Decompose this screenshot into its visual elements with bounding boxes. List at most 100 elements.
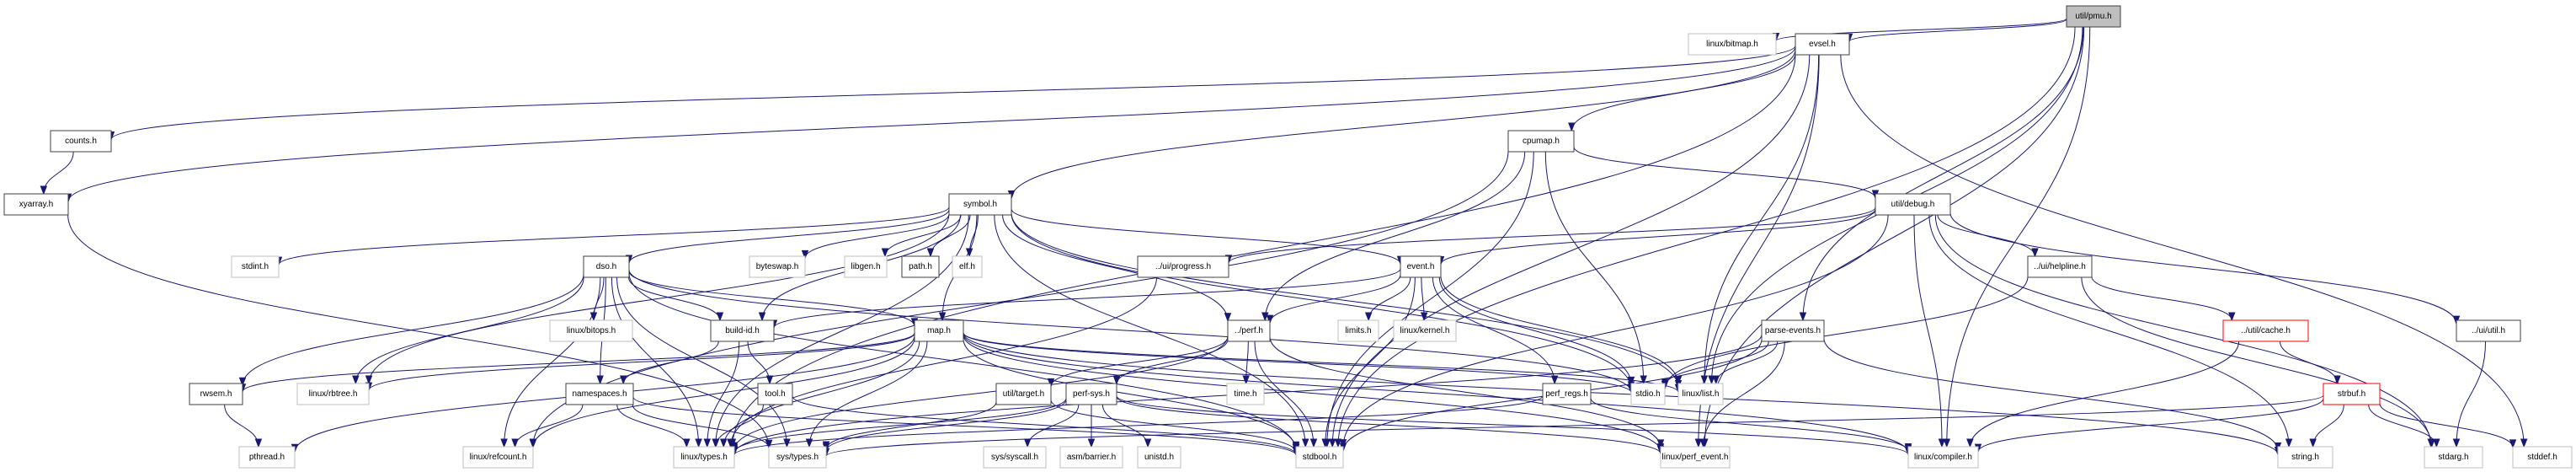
edge-evsel-to-list: [1704, 54, 1820, 384]
graph-node-counts[interactable]: counts.h: [50, 130, 112, 153]
arrowhead-icon: [965, 248, 973, 258]
edge-map-to-compiler: [963, 334, 1909, 453]
edge-symbol-to-list: [1011, 212, 1679, 389]
node-label: util/target.h: [1003, 389, 1044, 399]
edge-perf-to-perfevent: [1269, 336, 1661, 448]
node-label: string.h: [2291, 453, 2319, 462]
edge-map-to-rbtree: [368, 333, 915, 391]
node-label: stdint.h: [242, 262, 269, 271]
graph-node-map[interactable]: map.h: [914, 319, 964, 342]
arrowhead-icon: [1568, 122, 1576, 132]
edge-strbuf-to-stdarg: [2368, 404, 2437, 448]
graph-node-perfevent: linux/perf_event.h: [1660, 446, 1731, 469]
graph-node-stdint: stdint.h: [231, 255, 280, 278]
node-box: [1059, 446, 1123, 469]
graph-node-evsel[interactable]: evsel.h: [1795, 33, 1850, 56]
graph-node-stdbool: stdbool.h: [1295, 446, 1344, 469]
graph-node-strbuf[interactable]: strbuf.h: [2323, 383, 2381, 405]
edge-cache-to-strbuf: [2280, 341, 2338, 384]
graph-node-rwsem[interactable]: rwsem.h: [189, 383, 243, 405]
arrowhead-icon: [1966, 438, 1974, 448]
graph-node-elf: elf.h: [952, 255, 983, 278]
arrowhead-icon: [1087, 438, 1096, 448]
graph-node-progress[interactable]: ../ui/progress.h: [1137, 255, 1229, 278]
node-label: dso.h: [596, 262, 616, 271]
graph-node-dso[interactable]: dso.h: [583, 255, 630, 278]
graph-node-parseevents[interactable]: parse-events.h: [1761, 319, 1825, 342]
graph-node-cache[interactable]: ../util/cache.h: [2222, 319, 2309, 342]
node-box: [462, 446, 534, 469]
arrowhead-icon: [2228, 312, 2236, 322]
arrowhead-icon: [511, 438, 519, 448]
edge-dso-to-ltypes: [611, 276, 700, 448]
edge-symbol-to-byteswap: [804, 213, 950, 259]
edge-map-to-refcount: [532, 337, 915, 448]
arrowhead-icon: [801, 249, 809, 260]
graph-node-tool[interactable]: tool.h: [757, 383, 793, 405]
graph-node-xyarray[interactable]: xyarray.h: [3, 193, 69, 216]
arrowhead-icon: [716, 312, 724, 322]
edge-symbol-to-perf: [1002, 214, 1229, 321]
node-box: [1393, 319, 1457, 342]
graph-node-target[interactable]: util/target.h: [995, 383, 1052, 405]
edge-buildid-to-ltypes: [707, 341, 740, 448]
edge-perfsys-to-systypes: [825, 399, 1067, 452]
arrowhead-icon: [1799, 312, 1807, 322]
edge-symbol-to-stdint: [278, 206, 950, 266]
node-box: [1400, 255, 1442, 278]
arrowhead-icon: [2433, 438, 2440, 448]
edge-target-to-stdbool: [1050, 400, 1297, 453]
graph-node-ltypes: linux/types.h: [673, 446, 735, 469]
node-label: xyarray.h: [19, 200, 53, 209]
node-label: stdarg.h: [2438, 453, 2468, 462]
graph-node-perfsys[interactable]: perf-sys.h: [1065, 383, 1117, 405]
graph-node-symbol[interactable]: symbol.h: [948, 193, 1012, 216]
edge-perfsys-to-perfevent: [1116, 396, 1661, 454]
edge-perfsys-to-compiler: [1116, 395, 1909, 455]
edge-pmu-to-perfevent: [1704, 26, 2085, 448]
arrowhead-icon: [1364, 312, 1373, 322]
edge-map-to-ltypes: [723, 341, 920, 448]
node-label: symbol.h: [963, 200, 997, 209]
graph-node-uiutil[interactable]: ../ui/util.h: [2456, 319, 2521, 342]
arrowhead-icon: [596, 375, 604, 385]
graph-node-rbtree: linux/rbtree.h: [296, 383, 370, 405]
arrowhead-icon: [765, 440, 773, 450]
graph-node-compiler: linux/compiler.h: [1907, 446, 1979, 469]
edge-symbol-to-dso: [628, 209, 950, 264]
edge-debug-to-progress: [1228, 206, 1876, 264]
node-box: [2512, 446, 2573, 469]
arrowhead-icon: [938, 312, 947, 322]
graph-node-time: time.h: [1226, 383, 1265, 405]
graph-node-buildid[interactable]: build-id.h: [710, 319, 775, 342]
node-box: [768, 446, 827, 469]
node-label: byteswap.h: [756, 262, 799, 271]
graph-node-cpumap[interactable]: cpumap.h: [1507, 130, 1575, 153]
node-label: evsel.h: [1809, 40, 1836, 49]
edge-event-to-perf: [1269, 274, 1401, 324]
edge-debug-to-compiler: [1913, 214, 1943, 448]
graph-node-path[interactable]: path.h: [901, 255, 940, 278]
arrowhead-icon: [1047, 378, 1055, 388]
edge-buildid-to-namespaces: [622, 341, 719, 384]
graph-node-pmu[interactable]: util/pmu.h: [2066, 5, 2121, 28]
edge-perf-to-perfsys: [1116, 339, 1229, 384]
edge-uiutil-to-stdarg: [2456, 341, 2487, 448]
node-label: linux/refcount.h: [470, 453, 527, 462]
node-box: [189, 383, 243, 405]
graph-node-helpline[interactable]: ../ui/helpline.h: [2027, 255, 2093, 278]
graph-node-event[interactable]: event.h: [1400, 255, 1442, 278]
graph-node-namespaces[interactable]: namespaces.h: [565, 383, 634, 405]
arrowhead-icon: [1943, 438, 1950, 448]
node-label: linux/compiler.h: [1914, 453, 1972, 462]
graph-node-perf[interactable]: ../perf.h: [1227, 319, 1271, 342]
arrowhead-icon: [1224, 313, 1232, 323]
edge-dso-to-stdio: [628, 269, 1632, 393]
node-box: [844, 255, 888, 278]
node-label: linux/list.h: [1683, 389, 1720, 399]
edge-event-to-limits: [1368, 276, 1411, 321]
arrowhead-icon: [881, 248, 889, 258]
graph-node-debug[interactable]: util/debug.h: [1875, 193, 1951, 216]
edge-cpumap-to-perf: [1264, 151, 1526, 321]
graph-node-perfregs[interactable]: perf_regs.h: [1542, 383, 1592, 405]
